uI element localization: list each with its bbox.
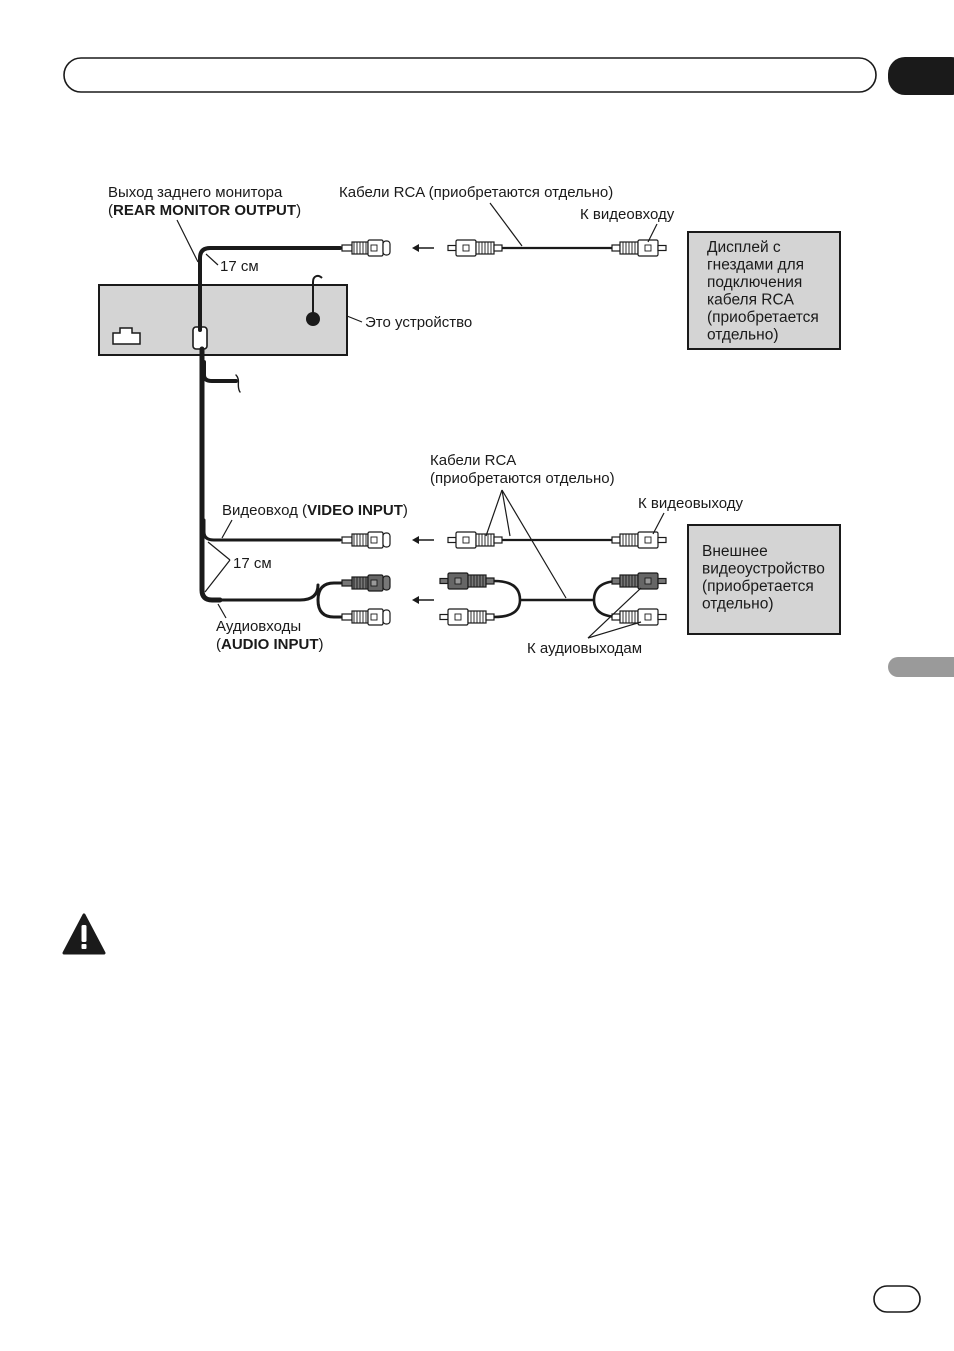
unit-connector-icon — [112, 327, 141, 345]
video-input-leader — [221, 519, 233, 539]
rear-monitor-length-leader — [205, 253, 219, 266]
rca-top-label: Кабели RCA (приобретаются отдельно) — [339, 184, 613, 201]
top-rca-cable — [447, 239, 667, 257]
header-title-bar — [63, 57, 877, 93]
external-device-text: Внешнее видеоустройство (приобретается о… — [702, 543, 829, 613]
to-video-output-leader — [652, 512, 665, 535]
audio-input-jacks — [316, 574, 391, 626]
audio-arrow-icon — [411, 595, 435, 605]
to-video-input-leader — [647, 223, 658, 243]
harness — [198, 246, 342, 603]
rca-bottom-label-line2: (приобретаются отдельно) — [430, 470, 615, 487]
to-video-output-label: К видеовыходу — [638, 495, 744, 512]
side-tab — [888, 657, 954, 677]
length-leaders — [204, 541, 231, 593]
rear-monitor-leader — [176, 219, 199, 263]
rca-bottom-leaders — [485, 489, 567, 599]
warning-triangle-icon — [62, 913, 106, 955]
section-tab — [888, 57, 954, 95]
rear-monitor-jack — [341, 239, 391, 257]
rear-monitor-length: 17 см — [220, 258, 259, 275]
audio-input-label-line2: (AUDIO INPUT) — [216, 636, 324, 653]
audio-output-leaders — [587, 587, 642, 639]
rca-bottom-label-line1: Кабели RCA — [430, 452, 516, 469]
video-input-length: 17 см — [233, 555, 272, 572]
display-box — [687, 231, 841, 350]
head-unit — [98, 274, 348, 356]
unit-label: Это устройство — [365, 314, 472, 331]
video-input-jack — [341, 531, 391, 549]
rear-monitor-label-line1: Выход заднего монитора — [108, 184, 283, 201]
unit-label-leader — [346, 315, 363, 323]
audio-input-leader — [217, 603, 227, 619]
audio-input-label-line1: Аудиовходы — [216, 618, 301, 635]
to-video-input-label: К видеовходу — [580, 206, 675, 223]
rca-top-leader — [489, 202, 523, 247]
video-rca-cable — [447, 531, 667, 549]
display-box-text: Дисплей с гнездами для подключения кабел… — [707, 239, 823, 344]
video-arrow-icon — [411, 535, 435, 545]
rear-monitor-label-line2: (REAR MONITOR OUTPUT) — [108, 202, 301, 219]
to-audio-outputs-label: К аудиовыходам — [527, 640, 642, 657]
unit-lead-plug — [306, 312, 320, 326]
page-number-badge — [873, 1285, 921, 1313]
header — [63, 57, 954, 95]
audio-rca-cable — [439, 572, 667, 626]
external-device-box — [687, 524, 841, 635]
top-arrow-icon — [411, 243, 435, 253]
video-input-label: Видеовход (VIDEO INPUT) — [222, 502, 408, 519]
